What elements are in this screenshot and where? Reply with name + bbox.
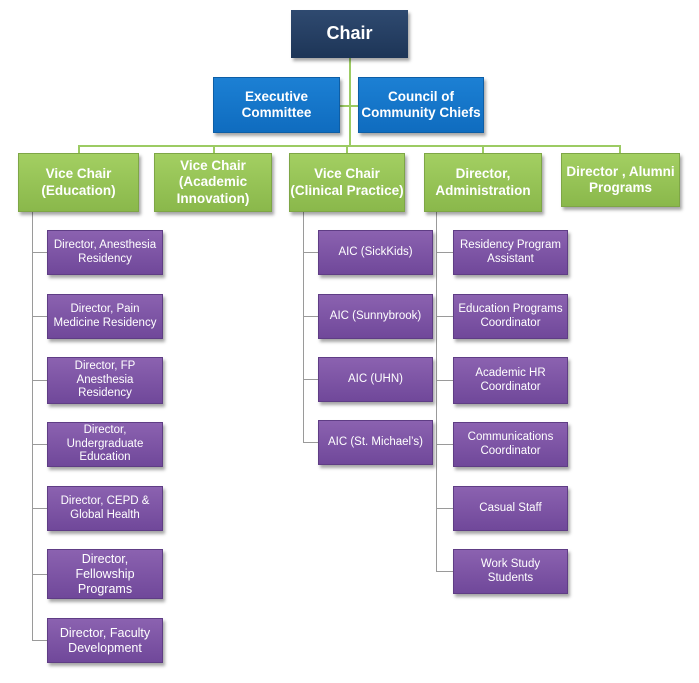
education-branch — [32, 316, 48, 317]
admin-item-education-programs-coordinator: Education Programs Coordinator — [453, 294, 568, 339]
admin-branch — [436, 380, 454, 381]
admin-item-academic-hr-coordinator: Academic HR Coordinator — [453, 357, 568, 404]
executive-committee-box: Executive Committee — [213, 77, 340, 133]
connector-clinical-trunk — [303, 212, 304, 442]
admin-branch — [436, 444, 454, 445]
connector-education-trunk — [32, 212, 33, 640]
director-alumni-programs-box: Director , Alumni Programs — [561, 153, 680, 207]
education-item-undergraduate-education: Director, Undergraduate Education — [47, 422, 163, 467]
clinical-branch — [303, 379, 319, 380]
connector-vp4 — [482, 145, 484, 155]
clinical-item-aic-uhn: AIC (UHN) — [318, 357, 433, 402]
clinical-item-aic-sunnybrook: AIC (Sunnybrook) — [318, 294, 433, 339]
admin-item-work-study-students: Work Study Students — [453, 549, 568, 594]
education-branch — [32, 508, 48, 509]
admin-item-communications-coordinator: Communications Coordinator — [453, 422, 568, 467]
connector-vp1 — [78, 145, 80, 155]
connector-admin-trunk — [436, 212, 437, 572]
connector-vp3 — [346, 145, 348, 155]
connector-chair-down — [349, 58, 351, 146]
education-branch — [32, 574, 48, 575]
education-item-faculty-development: Director, Faculty Development — [47, 618, 163, 663]
admin-branch — [436, 316, 454, 317]
clinical-item-aic-sickkids: AIC (SickKids) — [318, 230, 433, 275]
connector-vp-bar — [78, 145, 621, 147]
connector-vp2 — [213, 145, 215, 155]
education-item-anesthesia-residency: Director, Anesthesia Residency — [47, 230, 163, 275]
connector-committees — [340, 105, 358, 107]
vice-chair-academic-innovation-box: Vice Chair (Academic Innovation) — [154, 153, 272, 212]
vice-chair-education-box: Vice Chair (Education) — [18, 153, 139, 212]
admin-branch — [436, 252, 454, 253]
admin-branch — [436, 571, 454, 572]
education-item-pain-medicine-residency: Director, Pain Medicine Residency — [47, 294, 163, 339]
admin-item-casual-staff: Casual Staff — [453, 486, 568, 531]
connector-vp5 — [619, 145, 621, 155]
clinical-branch — [303, 442, 319, 443]
vice-chair-clinical-practice-box: Vice Chair (Clinical Practice) — [289, 153, 405, 212]
clinical-branch — [303, 252, 319, 253]
education-item-fp-anesthesia-residency: Director, FP Anesthesia Residency — [47, 357, 163, 404]
education-item-fellowship-programs: Director, Fellowship Programs — [47, 549, 163, 599]
education-branch — [32, 252, 48, 253]
education-branch — [32, 380, 48, 381]
clinical-item-aic-st-michaels: AIC (St. Michael’s) — [318, 420, 433, 465]
clinical-branch — [303, 316, 319, 317]
education-branch — [32, 640, 48, 641]
director-administration-box: Director, Administration — [424, 153, 542, 212]
admin-branch — [436, 508, 454, 509]
council-of-community-chiefs-box: Council of Community Chiefs — [358, 77, 484, 133]
chair-box: Chair — [291, 10, 408, 58]
education-item-cepd-global-health: Director, CEPD & Global Health — [47, 486, 163, 531]
education-branch — [32, 444, 48, 445]
admin-item-residency-program-assistant: Residency Program Assistant — [453, 230, 568, 275]
